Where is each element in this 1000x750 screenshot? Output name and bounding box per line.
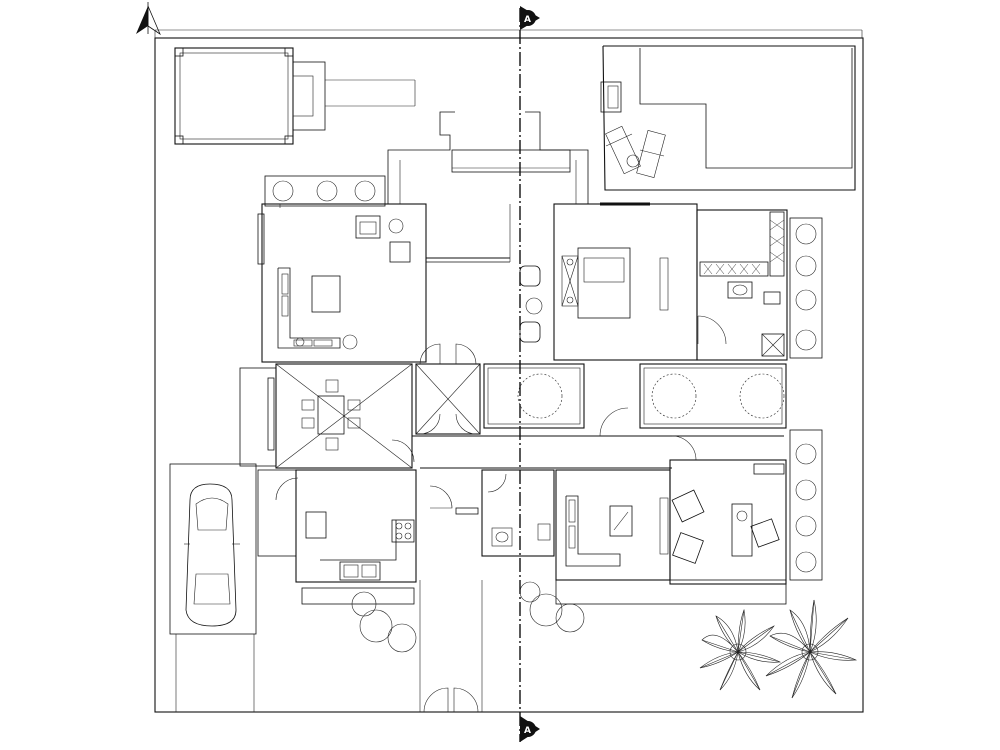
- shrubs-left: [351, 591, 417, 653]
- rear-terrace: [387, 111, 589, 204]
- sofa: [565, 495, 621, 567]
- living-room: [257, 203, 511, 363]
- shower: [761, 333, 785, 357]
- palm-tree-right: [765, 599, 858, 699]
- refrigerator: [305, 511, 327, 539]
- lounge-chair-right: [636, 130, 666, 178]
- palm-tree-left: [699, 608, 782, 691]
- site-boundary: [154, 29, 864, 713]
- courtyard-left: [483, 363, 585, 429]
- courtyard-right: [639, 363, 787, 429]
- master-bathroom: [696, 209, 788, 361]
- carport: [169, 463, 257, 712]
- svg-text:A: A: [524, 15, 531, 25]
- swimming-pool: [600, 45, 856, 191]
- planter-right-top: [789, 217, 823, 359]
- dining-table: [301, 379, 361, 451]
- front-gate: [420, 687, 482, 713]
- sofa-l-shape: [277, 267, 341, 349]
- utility-wc: [429, 469, 555, 557]
- section-marker-top: A: [520, 6, 540, 30]
- planter-top-left: [264, 175, 386, 207]
- car-icon: [184, 483, 240, 627]
- section-marker-bottom: A: [520, 716, 540, 742]
- svg-text:A: A: [524, 726, 531, 736]
- dining-room: [239, 363, 413, 469]
- armchair: [355, 215, 381, 239]
- cooktop: [391, 519, 415, 543]
- study-room: [669, 459, 787, 585]
- lounge-chair-left: [605, 125, 641, 175]
- wardrobe: [769, 211, 785, 277]
- coffee-table: [311, 275, 341, 313]
- washbasin: [727, 281, 753, 299]
- entry-hall: [415, 343, 481, 435]
- north-arrow-icon: [136, 2, 161, 36]
- family-room: [555, 469, 671, 581]
- front-terrace: [419, 579, 787, 712]
- toilet: [763, 291, 781, 305]
- kitchen-sink: [339, 561, 381, 581]
- master-bedroom: [519, 202, 698, 361]
- double-bed: [561, 247, 631, 319]
- kitchen: [257, 469, 417, 605]
- shrubs-center: [519, 581, 585, 633]
- desk: [731, 503, 753, 557]
- pergola-structure: [174, 47, 416, 145]
- armchair: [671, 489, 705, 523]
- armchair: [519, 265, 541, 287]
- corridor: [391, 407, 784, 469]
- planter-right-bottom: [789, 429, 823, 581]
